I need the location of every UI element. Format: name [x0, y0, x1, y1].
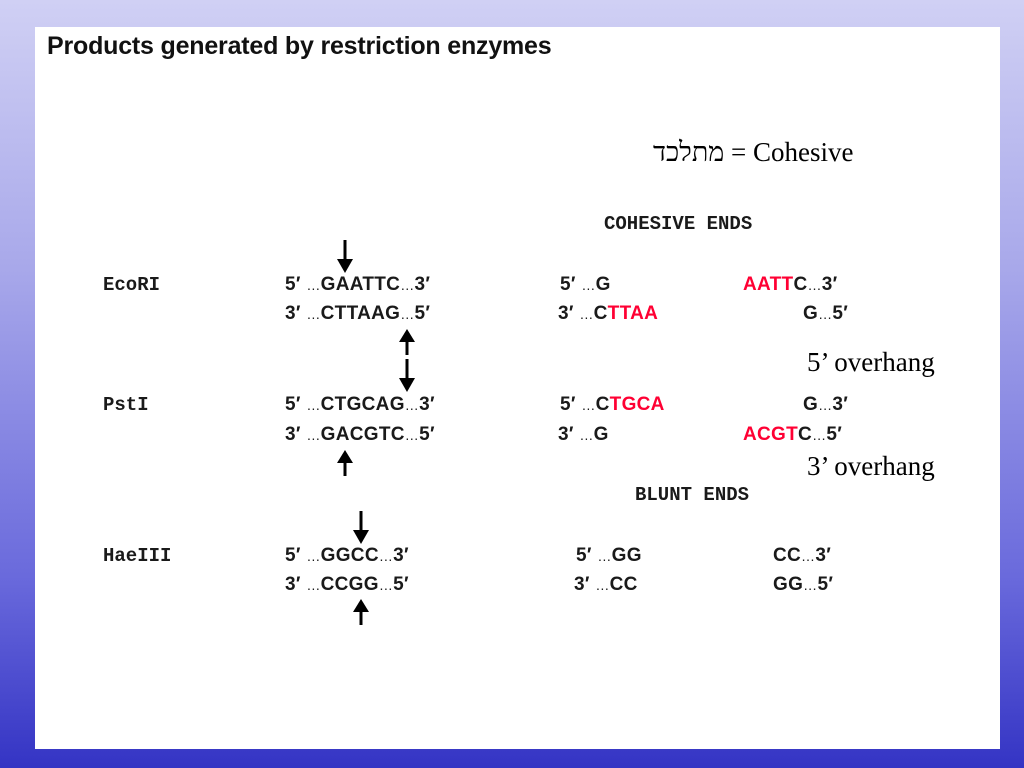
- haeiii-right-fragment-bottom: GG…5′: [773, 574, 834, 595]
- psti-bottom-strand: 3′ …GACGTC…5′: [285, 424, 435, 445]
- psti-left-fragment-bottom: 3′ …G: [558, 424, 609, 445]
- haeiii-top-cut-arrow-down-icon: [353, 511, 369, 544]
- hebrew-cohesive-note: מתלכד = Cohesive: [653, 137, 854, 167]
- slide-title: Products generated by restriction enzyme…: [47, 32, 552, 60]
- haeiii-left-fragment-bottom: 3′ …CC: [574, 574, 638, 595]
- psti-left-fragment-top: 5′ …CTGCA: [560, 394, 665, 415]
- psti-top-cut-arrow-down-icon: [399, 359, 415, 392]
- psti-bottom-cut-arrow-up-icon: [337, 450, 353, 476]
- five-prime-overhang-label: 5’ overhang: [807, 347, 935, 377]
- ecori-top-cut-arrow-down-icon: [337, 240, 353, 273]
- ecori-left-fragment-bottom: 3′ …CTTAA: [558, 303, 659, 324]
- haeiii-right-fragment-top: CC…3′: [773, 545, 832, 566]
- haeiii-left-fragment-top: 5′ …GG: [576, 545, 642, 566]
- slide-panel: Products generated by restriction enzyme…: [35, 27, 1000, 749]
- ecori-right-fragment-top: AATTC…3′: [743, 274, 838, 295]
- enzyme-name-haeiii: HaeIII: [103, 545, 172, 567]
- three-prime-overhang-label: 3’ overhang: [807, 451, 935, 481]
- haeiii-top-strand: 5′ …GGCC…3′: [285, 545, 409, 566]
- ecori-right-fragment-bottom: G…5′: [803, 303, 849, 324]
- ecori-bottom-strand: 3′ …CTTAAG…5′: [285, 303, 431, 324]
- psti-right-fragment-bottom: ACGTC…5′: [743, 424, 843, 445]
- psti-top-strand: 5′ …CTGCAG…3′: [285, 394, 435, 415]
- ecori-left-fragment-top: 5′ …G: [560, 274, 611, 295]
- ecori-bottom-cut-arrow-up-icon: [399, 329, 415, 355]
- cohesive-ends-heading: COHESIVE ENDS: [604, 213, 753, 235]
- ecori-top-strand: 5′ …GAATTC…3′: [285, 274, 431, 295]
- haeiii-bottom-cut-arrow-up-icon: [353, 599, 369, 625]
- blunt-ends-heading: BLUNT ENDS: [635, 484, 750, 506]
- psti-right-fragment-top: G…3′: [803, 394, 849, 415]
- enzyme-name-psti: PstI: [103, 394, 149, 416]
- enzyme-name-ecori: EcoRI: [103, 274, 161, 296]
- haeiii-bottom-strand: 3′ …CCGG…5′: [285, 574, 409, 595]
